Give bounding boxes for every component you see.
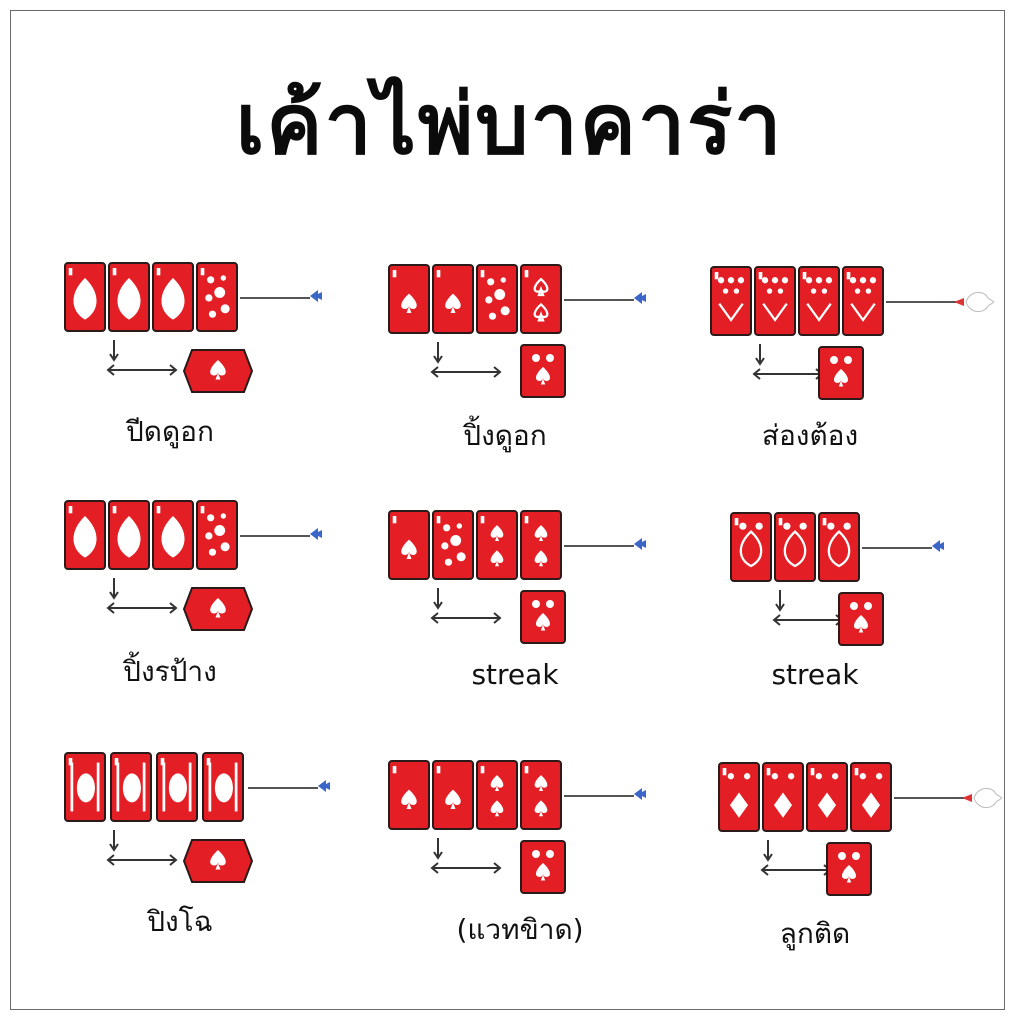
- pattern-cell: [730, 512, 1019, 732]
- arrow-line: [240, 297, 310, 299]
- arrow-line: [240, 535, 310, 537]
- blue-marker-icon: [930, 538, 946, 554]
- card-spade: [152, 262, 194, 332]
- card-diamond: [850, 762, 892, 832]
- card-two-spade: [520, 760, 562, 830]
- card-mixed: [432, 510, 474, 580]
- extra-card: [818, 346, 864, 400]
- blue-marker-icon: [308, 288, 324, 304]
- pattern-cell: [388, 760, 688, 980]
- card-two-spade: [476, 760, 518, 830]
- pattern-cell: [64, 500, 364, 720]
- white-marker-icon: [954, 288, 995, 316]
- card-spade: [64, 262, 106, 332]
- card-spade-small: [432, 264, 474, 334]
- extra-card: [520, 840, 566, 894]
- double-arrow-icon: [428, 342, 508, 386]
- card-spade: [108, 500, 150, 570]
- card-diamond: [806, 762, 848, 832]
- card-stack: [202, 752, 244, 822]
- card-mixed: [476, 264, 518, 334]
- blue-marker-icon: [632, 786, 648, 802]
- spade-badge-icon: [182, 582, 254, 636]
- arrow-line: [886, 301, 956, 303]
- pattern-label: ปีดดูอก: [126, 415, 214, 448]
- double-arrow-icon: [104, 830, 184, 874]
- pattern-label: ลูกติด: [779, 917, 851, 950]
- extra-card: [838, 592, 884, 646]
- pattern-label: streak: [471, 658, 559, 691]
- card-row: [710, 266, 752, 336]
- pattern-label: ปิ้งดูอก: [463, 419, 547, 452]
- arrow-line: [248, 787, 318, 789]
- card-spade-small: [388, 264, 430, 334]
- double-arrow-icon: [428, 838, 508, 882]
- extra-card: [520, 344, 566, 398]
- arrow-line: [564, 299, 634, 301]
- card-spade: [108, 262, 150, 332]
- pattern-cell: [64, 262, 364, 482]
- double-arrow-icon: [104, 578, 184, 622]
- pattern-label: ส่องต้อง: [761, 419, 859, 452]
- spade-badge-icon: [182, 834, 254, 888]
- card-spade-small: [432, 760, 474, 830]
- pattern-label: ปิงโฉ: [147, 905, 213, 938]
- double-arrow-icon: [428, 588, 508, 632]
- card-spade-outline: [520, 264, 562, 334]
- card-spade-small: [388, 760, 430, 830]
- card-diamond: [718, 762, 760, 832]
- pattern-label: streak: [771, 658, 859, 691]
- arrow-line: [862, 547, 932, 549]
- double-arrow-icon: [104, 340, 184, 384]
- blue-marker-icon: [316, 778, 332, 794]
- card-stack: [64, 752, 106, 822]
- card-outline-spade: [774, 512, 816, 582]
- card-row: [842, 266, 884, 336]
- arrow-line: [564, 545, 634, 547]
- pattern-cell: [388, 510, 688, 730]
- blue-marker-icon: [632, 290, 648, 306]
- extra-card: [520, 590, 566, 644]
- blue-marker-icon: [308, 526, 324, 542]
- card-mixed: [196, 500, 238, 570]
- pattern-cell: [718, 762, 1018, 982]
- page-title: เค้าไพ่บาคาร่า: [235, 75, 784, 173]
- blue-marker-icon: [632, 536, 648, 552]
- card-mixed: [196, 262, 238, 332]
- card-stack: [110, 752, 152, 822]
- extra-card: [826, 842, 872, 896]
- pattern-label: (แวทขิาด): [456, 913, 584, 946]
- card-spade: [152, 500, 194, 570]
- card-outline-spade: [818, 512, 860, 582]
- arrow-line: [894, 797, 964, 799]
- card-outline-spade: [730, 512, 772, 582]
- pattern-label: ปิ้งรป้าง: [123, 655, 217, 688]
- pattern-cell: [388, 264, 688, 484]
- card-row: [798, 266, 840, 336]
- spade-badge-icon: [182, 344, 254, 398]
- card-row: [754, 266, 796, 336]
- double-arrow-icon: [750, 344, 830, 388]
- page-frame: [10, 10, 1005, 1010]
- card-stack: [156, 752, 198, 822]
- pattern-cell: [64, 752, 364, 972]
- card-two-spade: [520, 510, 562, 580]
- card-two-spade: [476, 510, 518, 580]
- card-diamond: [762, 762, 804, 832]
- pattern-cell: [710, 266, 1010, 486]
- white-marker-icon: [962, 784, 1003, 812]
- card-spade: [64, 500, 106, 570]
- arrow-line: [564, 795, 634, 797]
- card-spade-small: [388, 510, 430, 580]
